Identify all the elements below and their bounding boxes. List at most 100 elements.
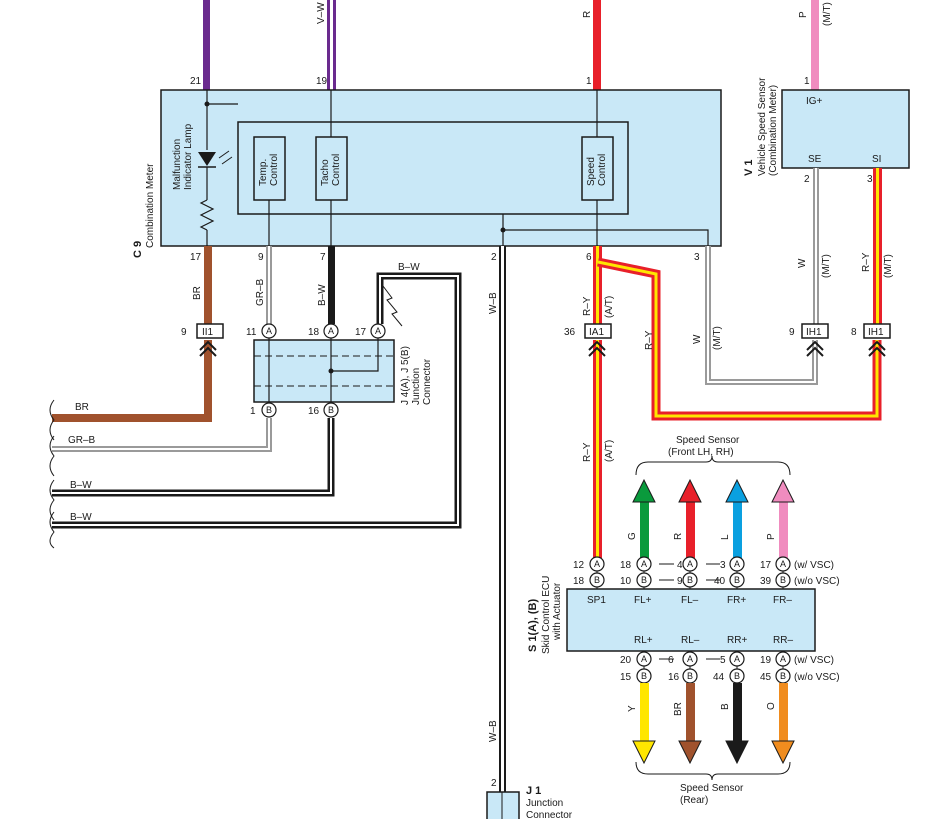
ecu-ta-pin-1: 18 <box>620 560 632 571</box>
front-wire-r: R <box>673 533 684 540</box>
resistor-icon <box>199 199 215 231</box>
j1-ref: J 1 <box>526 785 541 797</box>
vss-pin-2: 2 <box>804 174 810 185</box>
ia1-pin: 36 <box>564 327 576 338</box>
wire-ry-mt: R–Y <box>597 257 882 421</box>
front-wire-p: P <box>766 533 777 540</box>
rear-wire-o: O <box>766 702 777 710</box>
ecu-tb-pin-2: 9 <box>677 576 683 587</box>
jc-name-1: Junction <box>411 368 422 405</box>
ecu-tb-letter-3: B <box>734 575 740 585</box>
ecu-bb-letter-1: B <box>687 671 693 681</box>
front-sensor-title-1: Speed Sensor <box>676 435 740 446</box>
ecu-ta-letter-0: A <box>594 559 600 569</box>
jc-ref: J 4(A), J 5(B) <box>400 346 411 405</box>
left-wire-labels: BR GR–B B–W B–W <box>49 399 96 549</box>
wire-label-at-ecu: (A/T) <box>604 440 615 462</box>
ecu-top-1: FL+ <box>634 595 652 606</box>
wire-label-wb-top: W–B <box>488 292 499 314</box>
ih1-pin-a: 9 <box>789 327 795 338</box>
connector-ii1: II1 9 <box>181 323 224 357</box>
wire-bw-loop: B–W <box>52 262 462 529</box>
ecu-bb-letter-3: B <box>780 671 786 681</box>
wire-ry-at: R–Y (A/T) <box>582 246 615 326</box>
wire-label-wb-bottom: W–B <box>488 720 499 742</box>
pin-2: 2 <box>491 252 497 263</box>
jc-letter-b2: B <box>328 405 334 415</box>
wire-vw-19: V–W <box>316 0 336 90</box>
ecu-tb-pin-0: 18 <box>573 576 585 587</box>
ecu-name-2: with Actuator <box>552 582 563 641</box>
wire-label-ry-ecu: R–Y <box>582 442 593 462</box>
jc-letter-b1: B <box>266 405 272 415</box>
ecu-top-4: FR– <box>773 595 792 606</box>
temp-control-2: Control <box>269 154 280 186</box>
wire-purple-21 <box>203 0 210 90</box>
wire-label-ry-at: R–Y <box>582 296 593 316</box>
meter-ref: C 9 <box>132 241 144 258</box>
ecu-ba-letter-1: A <box>687 654 693 664</box>
jc-letter-a2: A <box>328 326 334 336</box>
left-br: BR <box>75 402 89 413</box>
wire-bw: B–W <box>52 246 335 497</box>
jc-name-2: Connector <box>422 358 433 405</box>
ecu-top-wo-vsc: (w/o VSC) <box>794 576 840 587</box>
ecu-ba-letter-3: A <box>780 654 786 664</box>
pin-1: 1 <box>586 76 592 87</box>
pin-3: 3 <box>694 252 700 263</box>
wire-ry-ecu: R–Y (A/T) <box>582 340 615 558</box>
j1-pin: 2 <box>491 778 497 789</box>
connector-ih1-a: IH1 9 <box>789 323 829 357</box>
ecu-ref: S 1(A), (B) <box>527 599 539 653</box>
mil-label-1: Malfunction <box>172 139 183 190</box>
rear-sensor-title-1: Speed Sensor <box>680 783 744 794</box>
wire-label-mt-w: (M/T) <box>712 326 723 350</box>
jc-pin-1: 1 <box>250 406 256 417</box>
ecu-bb-pin-2: 44 <box>713 672 725 683</box>
tacho-control-1: Tacho <box>320 159 331 186</box>
rear-wire-y: Y <box>627 705 638 712</box>
ecu-tb-pin-4: 39 <box>760 576 772 587</box>
ecu-bottom-3: RR– <box>773 635 793 646</box>
ecu-ta-pin-2: 4 <box>677 560 683 571</box>
wire-label-grb-top: GR–B <box>255 278 266 306</box>
ecu-tb-letter-2: B <box>687 575 693 585</box>
meter-name: Combination Meter <box>145 163 156 248</box>
vss-ig: IG+ <box>806 96 823 107</box>
left-grb: GR–B <box>68 435 96 446</box>
pin-7: 7 <box>320 252 326 263</box>
rear-wire-br: BR <box>673 702 684 716</box>
ih1-pin-b: 8 <box>851 327 857 338</box>
vss-pin-1: 1 <box>804 76 810 87</box>
jc-pin-16: 16 <box>308 406 320 417</box>
connector-ih1-b: IH1 8 <box>851 323 891 357</box>
jc-pin-18: 18 <box>308 327 320 338</box>
ecu-ba-pin-3: 19 <box>760 655 772 666</box>
speed-sensor-front: Speed Sensor (Front LH, RH) G R L P <box>627 435 795 558</box>
ecu-ta-pin-0: 12 <box>573 560 585 571</box>
j1-name-1: Junction <box>526 798 563 809</box>
rear-sensor-title-2: (Rear) <box>680 795 708 806</box>
wire-br: BR <box>52 246 212 422</box>
ecu-ba-pin-1: 6 <box>668 655 674 666</box>
ecu-ba-pin-0: 20 <box>620 655 632 666</box>
speed-sensor-rear: Y BR B O Speed Sensor (Rear) <box>627 683 795 806</box>
ecu-bottom-w-vsc: (w/ VSC) <box>794 655 834 666</box>
ecu-tb-letter-4: B <box>780 575 786 585</box>
ecu-bb-pin-0: 15 <box>620 672 632 683</box>
ecu-bb-letter-2: B <box>734 671 740 681</box>
wire-ry-vss: R–Y (M/T) <box>861 168 894 325</box>
wire-label-r: R <box>582 11 593 18</box>
wire-label-vw: V–W <box>316 2 327 24</box>
ecu-ba-pin-2: 5 <box>720 655 726 666</box>
vss-pin-3: 3 <box>867 174 873 185</box>
junction-connector-j1: 2 J 1 Junction Connector <box>486 778 573 819</box>
ecu-top-3: FR+ <box>727 595 746 606</box>
vehicle-speed-sensor: 1 IG+ SE SI V 1 Vehicle Speed Sensor (Co… <box>743 76 910 185</box>
wire-grb: GR–B <box>52 246 272 452</box>
wire-label-ry-mt: R–Y <box>644 330 655 350</box>
ecu-tb-pin-3: 40 <box>714 576 726 587</box>
vss-si: SI <box>872 154 881 165</box>
junction-connector-j4-j5: J 4(A), J 5(B) Junction Connector A 11 A… <box>246 285 433 418</box>
